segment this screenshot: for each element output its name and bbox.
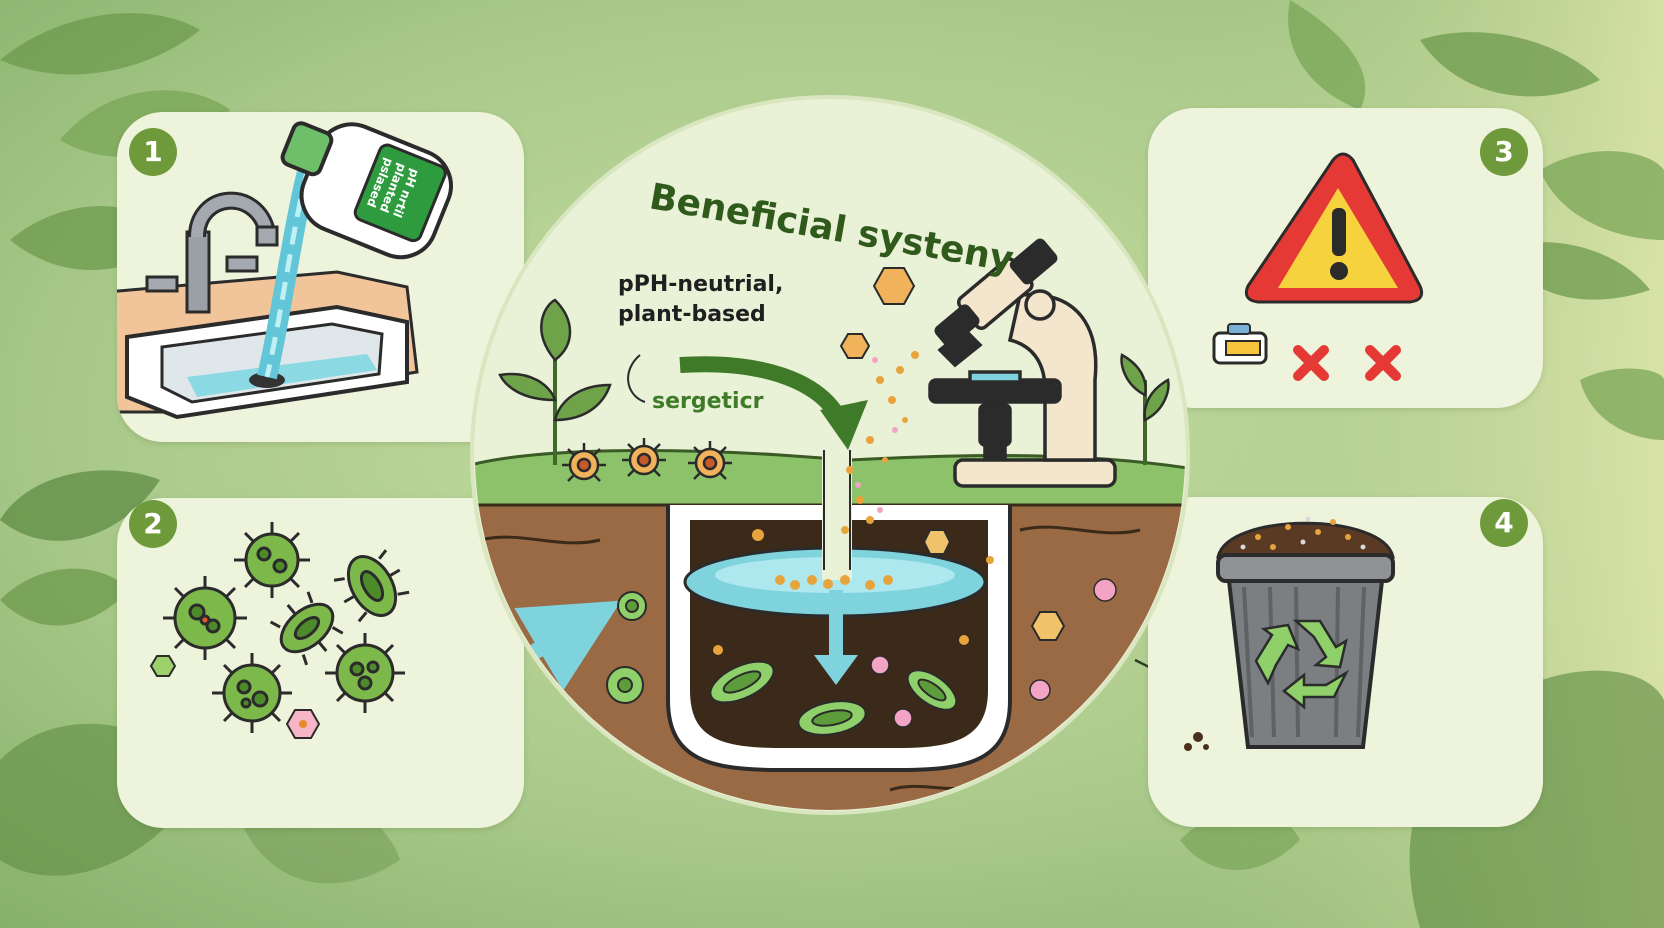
step-badge-3: 3 bbox=[1480, 128, 1528, 176]
chemical-bottle-icon bbox=[1212, 323, 1268, 365]
curved-arrow bbox=[679, 356, 848, 424]
label-ph-neutral: pPH-neutrial, bbox=[618, 272, 784, 297]
label-microbe: sergeticr bbox=[652, 389, 764, 414]
panel-1: pH nrtil planted pslased 1 bbox=[117, 112, 524, 442]
warning-icon bbox=[1244, 152, 1424, 304]
step-badge-1: 1 bbox=[129, 128, 177, 176]
panel-2: 2 bbox=[117, 498, 524, 828]
cross-icon bbox=[1293, 345, 1401, 381]
panel-4: 4 bbox=[1148, 497, 1543, 827]
panel-3: 3 bbox=[1148, 108, 1543, 408]
microbes-icon bbox=[149, 522, 410, 739]
bottle-icon bbox=[280, 121, 453, 260]
microscope-icon bbox=[928, 238, 1117, 488]
label-plant-based: plant-based bbox=[618, 302, 766, 327]
plant-icon bbox=[498, 298, 1170, 465]
recycle-bin-icon bbox=[1184, 516, 1395, 751]
surface-microbes bbox=[562, 438, 732, 482]
step-badge-2: 2 bbox=[129, 500, 177, 548]
step-badge-4: 4 bbox=[1480, 499, 1528, 547]
